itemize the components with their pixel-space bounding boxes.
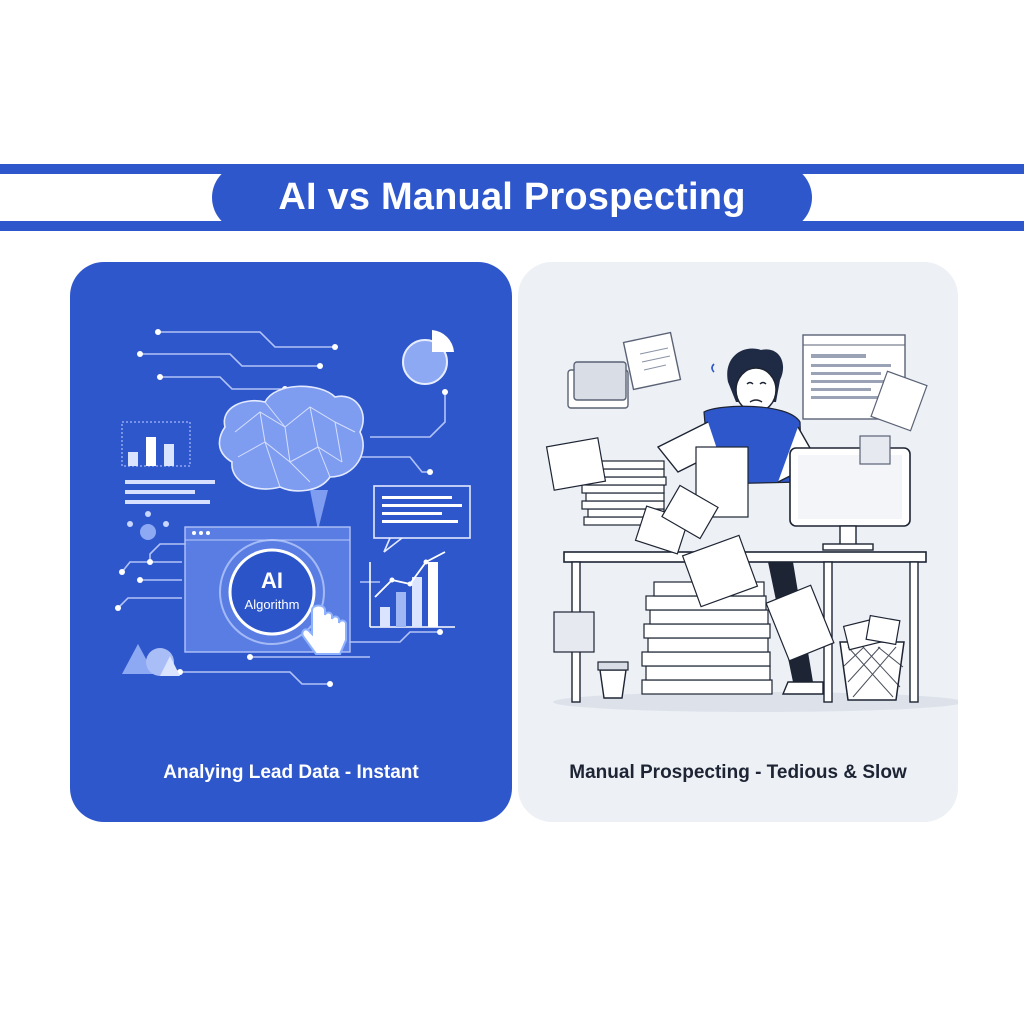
badge-text-algorithm: Algorithm bbox=[245, 597, 300, 612]
nodes-icon bbox=[127, 511, 169, 540]
folder-icon bbox=[567, 361, 629, 409]
ai-caption: Analying Lead Data - Instant bbox=[163, 762, 419, 783]
manual-illustration bbox=[545, 331, 958, 712]
manual-caption: Manual Prospecting - Tedious & Slow bbox=[569, 762, 907, 783]
manual-panel: Manual Prospecting - Tedious & Slow bbox=[518, 262, 958, 822]
bar-chart-icon bbox=[121, 421, 191, 467]
banner-pill: AI vs Manual Prospecting bbox=[212, 164, 812, 231]
pie-chart-icon bbox=[402, 330, 454, 385]
computer-monitor-icon bbox=[789, 435, 911, 551]
brain-icon bbox=[218, 385, 364, 530]
page-title: AI vs Manual Prospecting bbox=[278, 176, 746, 218]
badge-text-ai: AI bbox=[261, 568, 283, 593]
circuit-lines bbox=[117, 331, 446, 685]
waste-basket-icon bbox=[839, 614, 905, 701]
title-banner: AI vs Manual Prospecting bbox=[0, 164, 1024, 231]
ai-algorithm-badge: AI Algorithm bbox=[219, 539, 325, 645]
loose-papers bbox=[545, 437, 835, 662]
line-chart-icon bbox=[369, 551, 455, 628]
shapes-icon bbox=[122, 644, 180, 676]
code-card bbox=[373, 485, 471, 553]
document-window-icon bbox=[802, 334, 928, 432]
coffee-cup-icon bbox=[597, 661, 629, 699]
ai-panel: AI Algorithm Analying Lead Data - Instan… bbox=[70, 262, 512, 822]
paper-stacks bbox=[581, 460, 773, 695]
document-flying-1 bbox=[622, 331, 682, 391]
text-lines-left bbox=[125, 480, 215, 504]
ai-illustration: AI Algorithm bbox=[115, 329, 471, 687]
cursor-hand-icon bbox=[301, 604, 347, 655]
